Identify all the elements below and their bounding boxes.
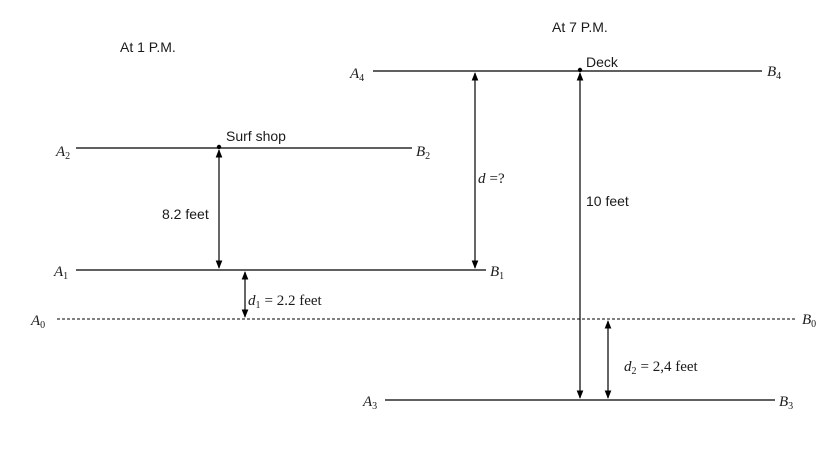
surf-shop-label: Surf shop [226, 128, 286, 144]
surf-height-label: 8.2 feet [162, 206, 209, 222]
deck-height-label: 10 feet [586, 193, 629, 209]
d1-label: d1= 2.2 feet [248, 293, 323, 311]
deck-point [577, 67, 583, 73]
d2-label: d2= 2,4 feet [624, 359, 699, 377]
d-unknown-label: d=? [478, 171, 505, 187]
label-a1: A1 [53, 264, 68, 282]
label-b2: B2 [416, 144, 430, 162]
deck-label: Deck [586, 54, 619, 70]
label-b1: B1 [490, 264, 504, 282]
title-7pm: At 7 P.M. [552, 19, 608, 35]
surf-shop-point [216, 144, 222, 150]
label-b3: B3 [779, 394, 793, 412]
label-a0: A0 [30, 313, 45, 331]
label-b4: B4 [767, 64, 781, 82]
title-1pm: At 1 P.M. [120, 39, 176, 55]
label-a2: A2 [55, 144, 70, 162]
label-b0: B0 [802, 312, 816, 330]
label-a3: A3 [362, 394, 377, 412]
label-a4: A4 [349, 66, 364, 84]
